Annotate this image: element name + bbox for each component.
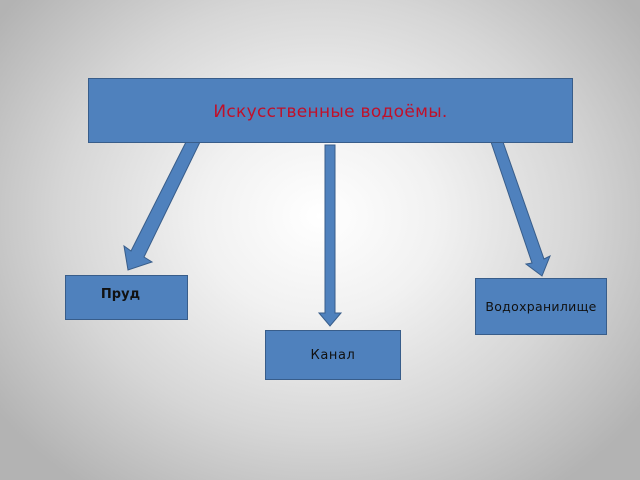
node-canal: Канал	[265, 330, 401, 380]
arrow-to-canal	[317, 144, 343, 327]
node-canal-label: Канал	[310, 347, 356, 363]
title-box: Искусственные водоёмы.	[88, 78, 573, 143]
arrow-to-pond	[123, 141, 201, 271]
node-pond: Пруд	[65, 275, 188, 320]
diagram-title: Искусственные водоёмы.	[213, 101, 448, 122]
node-reservoir: Водохранилище	[475, 278, 607, 335]
node-reservoir-label: Водохранилище	[485, 299, 597, 314]
arrow-to-reservoir	[490, 141, 551, 277]
node-pond-label: Пруд	[100, 287, 141, 302]
